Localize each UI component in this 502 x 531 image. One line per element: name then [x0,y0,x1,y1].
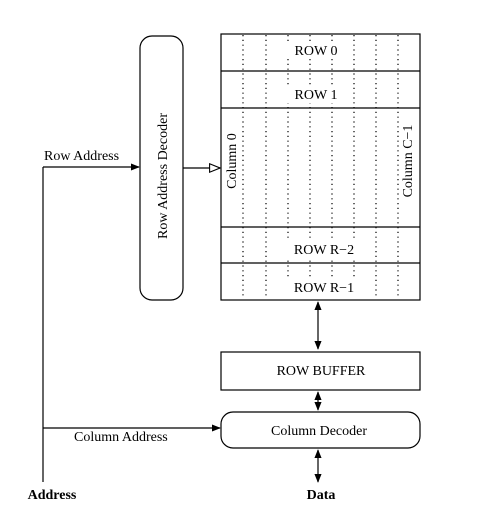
memory-array: ROW 0 ROW 1 ROW R−2 ROW R−1 Column 0 Col… [220,33,421,301]
column-separators [242,35,399,299]
row-separators [221,70,420,264]
column-decoder: Column Decoder [220,411,421,449]
column-decoder-box [220,411,421,449]
data-label: Data [307,488,336,503]
address-bus [42,163,221,482]
memory-array-frame [220,33,421,301]
row-label-r-minus-2: ROW R−2 [294,243,354,258]
row-buffer-box [220,351,421,391]
row-buffer-label: ROW BUFFER [277,364,366,379]
column-label-first: Column 0 [225,133,240,189]
column-address-label: Column Address [74,430,168,445]
column-decoder-label: Column Decoder [271,424,367,439]
row-address-decoder-label: Row Address Decoder [156,113,171,239]
row-buffer: ROW BUFFER [220,351,421,391]
row-address-decoder: Row Address Decoder [139,35,184,301]
row-address-label: Row Address [44,149,119,164]
row-label-0: ROW 0 [295,44,338,59]
column-label-last: Column C−1 [401,125,416,198]
row-label-1: ROW 1 [295,88,338,103]
row-label-r-minus-1: ROW R−1 [294,281,354,296]
address-label: Address [28,488,77,503]
